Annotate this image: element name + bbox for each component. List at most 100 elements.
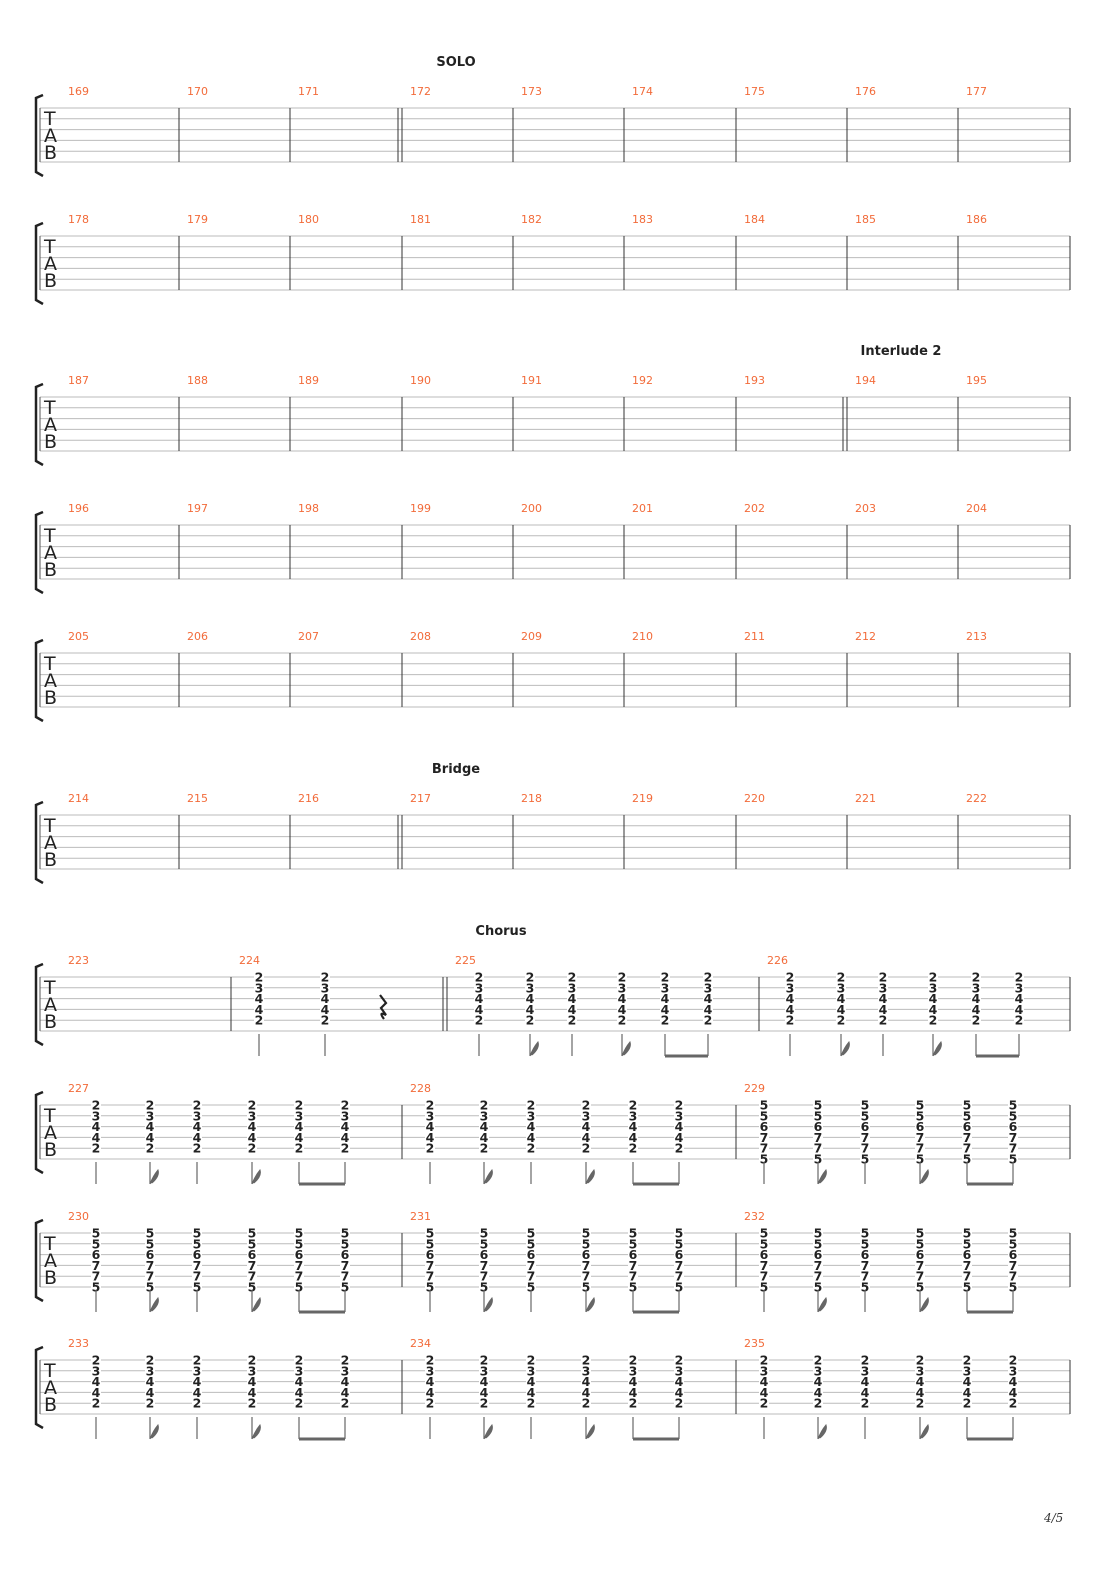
fret-bg xyxy=(1014,972,1024,982)
fret-number: 5 xyxy=(295,1236,304,1251)
measure-number: 203 xyxy=(855,502,876,515)
fret-bg xyxy=(425,1282,435,1292)
fret-number: 2 xyxy=(861,1353,870,1368)
fret-number: 7 xyxy=(92,1269,101,1284)
fret-bg xyxy=(145,1100,155,1110)
fret-bg xyxy=(962,1100,972,1110)
fret-bg xyxy=(425,1365,435,1376)
measure-number: 235 xyxy=(744,1337,765,1350)
quarter-rest-icon xyxy=(379,994,388,1020)
measure-number: 219 xyxy=(632,792,653,805)
fret-bg xyxy=(915,1376,925,1387)
fret-number: 4 xyxy=(675,1130,684,1145)
fret-bg xyxy=(617,1004,627,1015)
fret-bg xyxy=(425,1249,435,1260)
fret-bg xyxy=(836,993,846,1004)
fret-number: 4 xyxy=(1015,991,1024,1006)
fret-bg xyxy=(759,1100,769,1110)
fret-number: 5 xyxy=(916,1236,925,1251)
fret-bg xyxy=(971,993,981,1004)
tab-clef-letter: A xyxy=(44,1250,57,1272)
fret-number: 3 xyxy=(661,980,670,995)
fret-bg xyxy=(813,1376,823,1387)
fret-bg xyxy=(145,1260,155,1271)
measure-number: 201 xyxy=(632,502,653,515)
measure-number: 169 xyxy=(68,85,89,98)
fret-number: 3 xyxy=(675,1363,684,1378)
fret-number: 7 xyxy=(760,1130,769,1145)
fret-number: 4 xyxy=(1009,1374,1018,1389)
fret-number: 7 xyxy=(861,1258,870,1273)
fret-bg xyxy=(878,993,888,1004)
fret-bg xyxy=(962,1228,972,1238)
fret-bg xyxy=(425,1355,435,1365)
measure-number: 189 xyxy=(298,374,319,387)
fret-number: 2 xyxy=(146,1396,155,1411)
fret-bg xyxy=(91,1249,101,1260)
fret-bg xyxy=(759,1249,769,1260)
fret-number: 4 xyxy=(248,1385,257,1400)
fret-bg xyxy=(247,1228,257,1238)
fret-bg xyxy=(813,1398,823,1409)
fret-bg xyxy=(425,1228,435,1238)
fret-number: 7 xyxy=(629,1258,638,1273)
fret-bg xyxy=(860,1132,870,1143)
fret-number: 2 xyxy=(582,1098,591,1113)
fret-number: 7 xyxy=(248,1269,257,1284)
measure-number: 225 xyxy=(455,954,476,967)
fret-number: 5 xyxy=(480,1280,489,1295)
fret-number: 4 xyxy=(629,1119,638,1134)
tab-clef-letter: A xyxy=(44,542,57,564)
fret-bg xyxy=(674,1260,684,1271)
fret-number: 2 xyxy=(618,1013,627,1028)
fret-number: 7 xyxy=(814,1269,823,1284)
fret-number: 2 xyxy=(582,1141,591,1156)
fret-bg xyxy=(674,1376,684,1387)
fret-bg xyxy=(1008,1398,1018,1409)
fret-number: 3 xyxy=(146,1363,155,1378)
fret-bg xyxy=(785,972,795,982)
measure-number: 198 xyxy=(298,502,319,515)
fret-number: 7 xyxy=(675,1258,684,1273)
fret-number: 7 xyxy=(295,1258,304,1273)
fret-number: 4 xyxy=(972,991,981,1006)
tab-clef-letter: T xyxy=(43,397,56,419)
fret-bg xyxy=(526,1282,536,1292)
fret-number: 3 xyxy=(568,980,577,995)
fret-bg xyxy=(340,1398,350,1409)
fret-number: 4 xyxy=(814,1385,823,1400)
fret-number: 5 xyxy=(341,1280,350,1295)
system-bracket xyxy=(34,93,44,178)
tab-clef-letter: B xyxy=(44,849,57,871)
fret-number: 4 xyxy=(480,1374,489,1389)
fret-bg xyxy=(581,1260,591,1271)
fret-bg xyxy=(628,1228,638,1238)
fret-number: 5 xyxy=(861,1280,870,1295)
fret-bg xyxy=(340,1228,350,1238)
fret-number: 5 xyxy=(675,1280,684,1295)
fret-number: 7 xyxy=(1009,1130,1018,1145)
fret-bg xyxy=(425,1387,435,1398)
fret-bg xyxy=(915,1121,925,1132)
fret-number: 4 xyxy=(582,1385,591,1400)
eighth-flag xyxy=(251,1168,261,1185)
fret-number: 2 xyxy=(704,1013,713,1028)
fret-number: 4 xyxy=(341,1119,350,1134)
fret-number: 2 xyxy=(480,1353,489,1368)
fret-number: 4 xyxy=(929,1002,938,1017)
fret-number: 6 xyxy=(341,1247,350,1262)
fret-bg xyxy=(192,1238,202,1249)
fret-bg xyxy=(247,1132,257,1143)
fret-bg xyxy=(192,1228,202,1238)
fret-number: 4 xyxy=(568,1002,577,1017)
fret-bg xyxy=(860,1271,870,1282)
fret-bg xyxy=(1008,1143,1018,1154)
fret-number: 2 xyxy=(814,1353,823,1368)
fret-bg xyxy=(674,1271,684,1282)
fret-bg xyxy=(425,1143,435,1154)
fret-bg xyxy=(759,1238,769,1249)
eighth-flag xyxy=(483,1423,493,1440)
fret-number: 2 xyxy=(916,1396,925,1411)
measure-number: 197 xyxy=(187,502,208,515)
